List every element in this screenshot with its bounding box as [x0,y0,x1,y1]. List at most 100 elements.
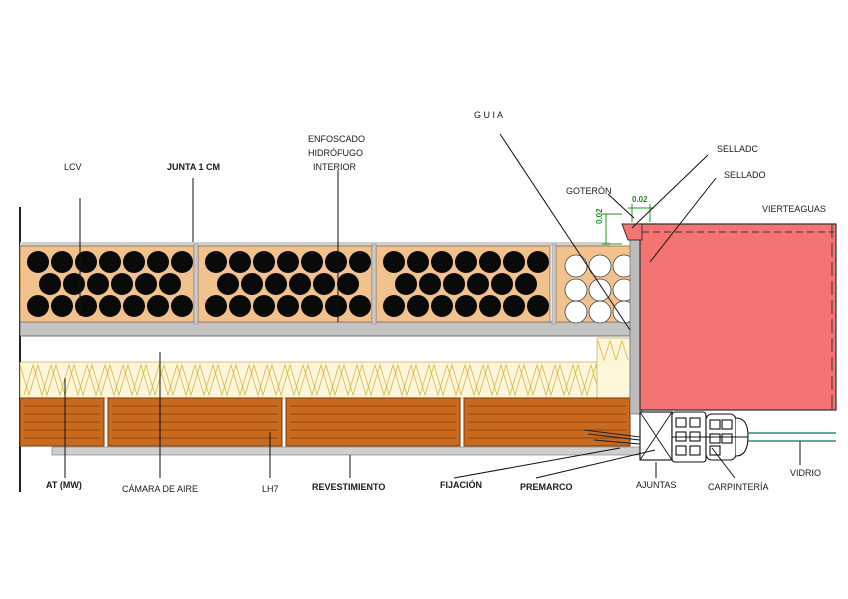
mortar-joint [193,243,199,325]
label-goteron: GOTERÓN [566,186,612,196]
insulation-zigzag-line [19,363,624,397]
brick-hole [99,295,121,317]
brick-hole [443,273,465,295]
insulation-zigzag [19,363,628,397]
brick-hole [75,295,97,317]
brick-hole [503,295,525,317]
mortar-top-strip [20,242,610,246]
brick-hole [159,273,181,295]
brick-hole [289,273,311,295]
insulation-zigzag-line [597,339,629,362]
brick-hole [171,295,193,317]
brick-hole [87,273,109,295]
label-sellado-2: SELLADO [724,170,766,180]
brick-hole [123,251,145,273]
insulation-return [596,337,631,399]
brick-hole [383,251,405,273]
label-revestimiento: REVESTIMIENTO [312,482,385,492]
brick-hole [99,251,121,273]
label-guia: G U I A [474,110,503,120]
brick-hole [383,295,405,317]
brick-hole [407,295,429,317]
brick-hole [229,295,251,317]
brick-hole-white [564,254,588,278]
brick-hole [325,295,347,317]
brick-hole [205,251,227,273]
carpinteria-profile [671,411,749,463]
brick-hole [325,251,347,273]
brick-hole [277,295,299,317]
label-carpinteria: CARPINTERÍA [708,482,769,492]
label-enfoscado-3: INTERIOR [313,162,357,172]
brick-hole [515,273,537,295]
brick-hole [313,273,335,295]
brick-hole-white [588,278,612,302]
brick-hole [27,295,49,317]
brick-hole [431,295,453,317]
brick-hole [467,273,489,295]
vidrio-glass [748,432,836,442]
brick-hole [337,273,359,295]
brick-hole-white [588,254,612,278]
label-juntas: AJUNTAS [636,480,676,490]
brick-hole [241,273,263,295]
brick-hole [171,251,193,273]
brick-hole [75,251,97,273]
brick-hole [39,273,61,295]
brick-hole [527,251,549,273]
label-enfoscado-1: ENFOSCADO [308,134,365,144]
fijacion-screw [583,429,641,445]
mortar-joint [371,243,377,325]
label-premarco: PREMARCO [520,482,573,492]
enfoscado-layer [19,321,641,337]
brick-hole [205,295,227,317]
brick-hole [479,251,501,273]
label-sellado-1: SELLADC [717,144,759,154]
brick-hole [111,273,133,295]
brick-hole [419,273,441,295]
brick-hole [265,273,287,295]
brick-hole [27,251,49,273]
label-lcv: LCV [64,162,82,172]
mortar-joint [551,243,557,325]
lcv-brick-row [19,243,636,325]
brick-hole [349,251,371,273]
brick-hole [277,251,299,273]
brick-hole [395,273,417,295]
label-dim-v: 0.02 [595,208,604,224]
brick-hole [301,295,323,317]
label-dim-h: 0.02 [632,195,648,204]
label-fijacion: FIJACIÓN [440,479,482,490]
label-lh7: LH7 [262,484,279,494]
goteron-dimensions [602,204,654,245]
brick-hole [349,295,371,317]
brick-hole [253,251,275,273]
sill-drip [621,223,643,241]
brick-hole [123,295,145,317]
brick-hole [431,251,453,273]
leader-lines [64,133,801,479]
brick-hole [217,273,239,295]
brick-hole [147,251,169,273]
brick-hole [63,273,85,295]
label-enfoscado-2: HIDRÓFUGO [308,148,363,158]
insulation-return-zigzag [597,339,629,362]
brick-hole [491,273,513,295]
brick-hole [455,251,477,273]
label-junta: JUNTA 1 CM [167,162,220,172]
label-camara: CÁMARA DE AIRE [122,484,198,494]
revestimiento-strip [51,446,643,456]
brick-hole [253,295,275,317]
brick-hole-white [588,300,612,324]
insulation-zigzag-line [23,363,628,397]
brick-hole [51,251,73,273]
brick-hole [479,295,501,317]
brick-hole [135,273,157,295]
brick-hole [503,251,525,273]
brick-hole [527,295,549,317]
lh7-cladding-row [19,397,631,447]
brick-hole [407,251,429,273]
label-at-mw: AT (MW) [46,480,82,490]
brick-hole-white [564,300,588,324]
